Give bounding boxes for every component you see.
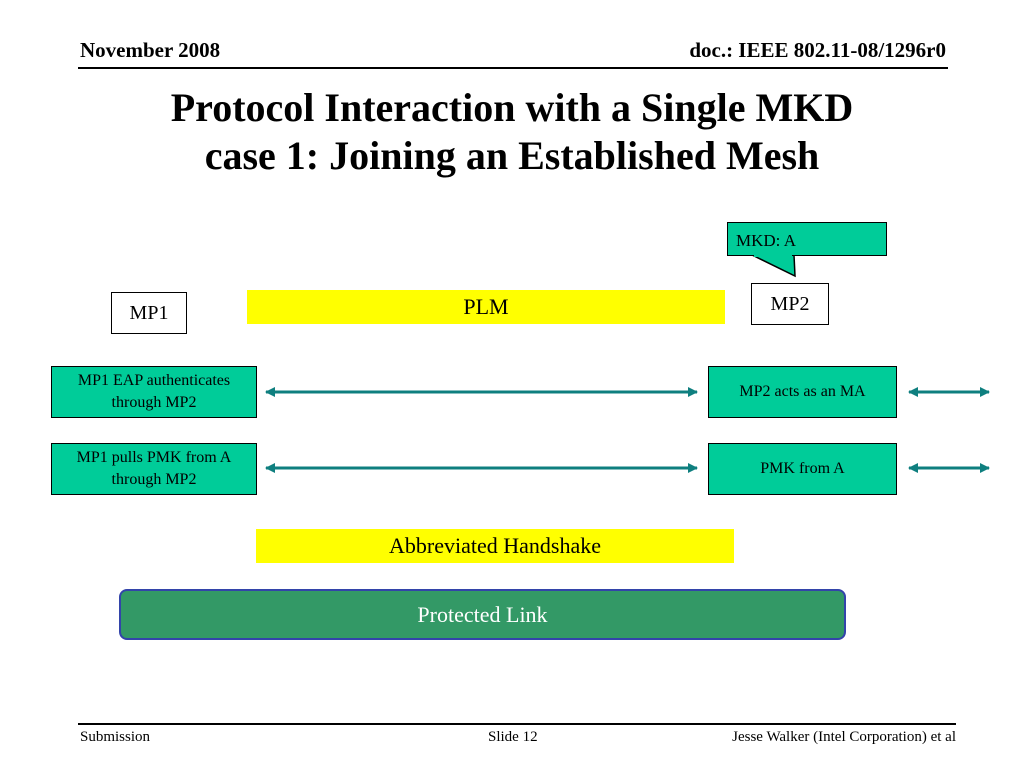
mp1-pmk-box: MP1 pulls PMK from A through MP2 [51,443,257,495]
footer-rule [78,723,956,725]
footer-slide-number: Slide 12 [488,729,538,745]
title-line-1: Protocol Interaction with a Single MKD [170,85,854,130]
footer-author: Jesse Walker (Intel Corporation) et al [732,729,956,745]
header-date: November 2008 [80,38,221,62]
title-line-2: case 1: Joining an Established Mesh [204,133,820,178]
callout-pointer [751,254,796,278]
callout-joint [754,253,792,257]
mp1-node: MP1 [111,292,187,334]
header-doc-id: doc.: IEEE 802.11-08/1296r0 [689,38,946,62]
mp2-ma-box: MP2 acts as an MA [708,366,897,418]
protected-link-bar: Protected Link [119,589,846,640]
page-title: Protocol Interaction with a Single MKD c… [60,84,964,180]
footer-submission: Submission [80,729,151,745]
mp1-eap-box: MP1 EAP authenticates through MP2 [51,366,257,418]
plm-bar: PLM [247,290,725,324]
pmk-from-a-box: PMK from A [708,443,897,495]
mp2-node: MP2 [751,283,829,325]
mkd-callout-text: MKD: A [736,231,796,250]
mkd-callout: MKD: A [727,222,887,256]
header-rule [78,67,948,69]
handshake-bar: Abbreviated Handshake [256,529,734,563]
